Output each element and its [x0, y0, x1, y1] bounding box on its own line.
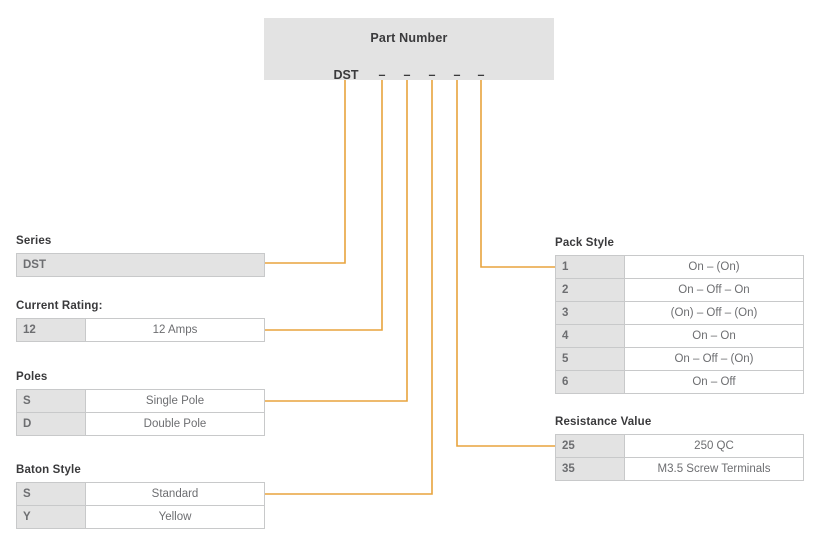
section-label-baton-style: Baton Style	[16, 464, 81, 476]
section-pack-style: Pack Style 1 On – (On) 2 On – Off – On 3…	[555, 237, 804, 394]
table-row[interactable]: S Standard	[16, 482, 265, 506]
cell-code: S	[16, 389, 86, 413]
cell-code: S	[16, 482, 86, 506]
table-current-rating: 12 12 Amps	[16, 318, 265, 342]
part-number-box: Part Number DST – – – – –	[264, 18, 554, 82]
table-row[interactable]: Y Yellow	[16, 505, 265, 529]
table-row[interactable]: 5 On – Off – (On)	[555, 347, 804, 371]
table-series: DST	[16, 253, 265, 277]
part-number-segment-5: –	[477, 68, 485, 82]
table-resistance-value: 25 250 QC 35 M3.5 Screw Terminals	[555, 434, 804, 481]
cell-description: M3.5 Screw Terminals	[624, 457, 804, 481]
connector-baton-style	[264, 80, 433, 495]
cell-code: 35	[555, 457, 625, 481]
cell-code: 25	[555, 434, 625, 458]
table-row[interactable]: 2 On – Off – On	[555, 278, 804, 302]
cell-description: 250 QC	[624, 434, 804, 458]
part-number-segment-2: –	[403, 68, 411, 82]
cell-code: 3	[555, 301, 625, 325]
cell-description: Double Pole	[85, 412, 265, 436]
section-label-pack-style: Pack Style	[555, 237, 615, 249]
table-baton-style: S Standard Y Yellow	[16, 482, 265, 529]
table-row[interactable]: S Single Pole	[16, 389, 265, 413]
connector-resistance-value	[456, 80, 555, 447]
cell-description: On – (On)	[624, 255, 804, 279]
section-baton-style: Baton Style S Standard Y Yellow	[16, 464, 265, 529]
connector-current-rating	[264, 80, 383, 331]
table-row[interactable]: 25 250 QC	[555, 434, 804, 458]
part-number-segment-4: –	[453, 68, 461, 82]
table-row[interactable]: 6 On – Off	[555, 370, 804, 394]
section-label-resistance-value: Resistance Value	[555, 416, 652, 428]
cell-description: 12 Amps	[85, 318, 265, 342]
cell-description: On – Off – (On)	[624, 347, 804, 371]
part-number-segment-1: –	[378, 68, 386, 82]
part-number-title: Part Number	[370, 31, 448, 45]
connector-series	[264, 80, 346, 264]
table-pack-style: 1 On – (On) 2 On – Off – On 3 (On) – Off…	[555, 255, 804, 394]
table-row[interactable]: 4 On – On	[555, 324, 804, 348]
table-row[interactable]: DST	[16, 253, 265, 277]
cell-code: 6	[555, 370, 625, 394]
section-label-current-rating: Current Rating:	[16, 300, 103, 312]
cell-code: 4	[555, 324, 625, 348]
cell-code: 1	[555, 255, 625, 279]
cell-code: 2	[555, 278, 625, 302]
section-current-rating: Current Rating: 12 12 Amps	[16, 300, 265, 342]
cell-code: Y	[16, 505, 86, 529]
part-number-segment-0: DST	[333, 68, 359, 82]
table-row[interactable]: D Double Pole	[16, 412, 265, 436]
cell-code: 12	[16, 318, 86, 342]
connector-pack-style	[480, 80, 555, 268]
table-poles: S Single Pole D Double Pole	[16, 389, 265, 436]
cell-code: D	[16, 412, 86, 436]
cell-description: On – Off	[624, 370, 804, 394]
part-number-code: DST – – – – –	[264, 68, 554, 82]
section-label-poles: Poles	[16, 371, 48, 383]
section-series: Series DST	[16, 235, 265, 277]
table-row[interactable]: 1 On – (On)	[555, 255, 804, 279]
section-label-series: Series	[16, 235, 52, 247]
cell-description: Yellow	[85, 505, 265, 529]
table-row[interactable]: 3 (On) – Off – (On)	[555, 301, 804, 325]
cell-description: Standard	[85, 482, 265, 506]
cell-code: 5	[555, 347, 625, 371]
table-row[interactable]: 35 M3.5 Screw Terminals	[555, 457, 804, 481]
cell-description: On – Off – On	[624, 278, 804, 302]
section-resistance-value: Resistance Value 25 250 QC 35 M3.5 Screw…	[555, 416, 804, 481]
cell-description: On – On	[624, 324, 804, 348]
cell-description: (On) – Off – (On)	[624, 301, 804, 325]
section-poles: Poles S Single Pole D Double Pole	[16, 371, 265, 436]
cell-code: DST	[16, 253, 265, 277]
connector-poles	[264, 80, 408, 402]
table-row[interactable]: 12 12 Amps	[16, 318, 265, 342]
part-number-segment-3: –	[428, 68, 436, 82]
cell-description: Single Pole	[85, 389, 265, 413]
